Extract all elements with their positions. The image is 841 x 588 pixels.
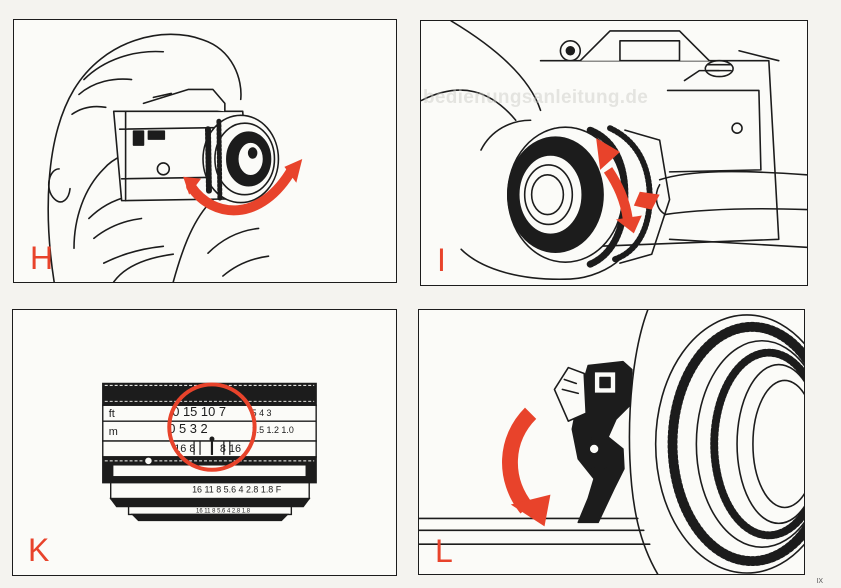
- hands-holding-camera-illustration: [47, 33, 303, 282]
- lens-mounting-illustration: [421, 21, 807, 281]
- mounting-arrows: [596, 138, 660, 234]
- ft-scale-values: 0 15 10 7: [172, 404, 226, 419]
- illustration-panel-k: ft m 0 15 10 7 5 4 3 0 5 3 2 1.5 1.2 1.0…: [12, 309, 397, 576]
- panel-letter-h: H: [30, 240, 54, 276]
- aperture-ring-values: 16 11 8 5.6 4 2.8 1.8 F: [192, 485, 282, 495]
- lever-rotation-arrow: [502, 407, 551, 527]
- scale-highlight-circle: [167, 382, 257, 472]
- panel-letter-k: K: [28, 532, 50, 568]
- dof-right-values: 8 16: [220, 443, 241, 455]
- m-scale-values: 0 5 3 2: [168, 421, 207, 436]
- m-scale-side: 1.5 1.2 1.0: [252, 425, 294, 435]
- m-unit-label: m: [109, 426, 118, 438]
- illustration-panel-h: H: [13, 19, 397, 283]
- panel-letter-l: L: [435, 533, 453, 569]
- illustration-panel-i: bedienungsanleitung.de I: [420, 20, 808, 286]
- focus-rotation-arrow: [183, 158, 303, 216]
- watermark-text: bedienungsanleitung.de: [423, 87, 649, 108]
- page-number: IX: [816, 578, 823, 585]
- illustration-panel-l: L: [418, 309, 805, 575]
- ft-scale-side: 5 4 3: [252, 408, 272, 418]
- panel-letter-i: I: [437, 242, 446, 278]
- self-timer-lever-illustration: [419, 310, 804, 574]
- ft-unit-label: ft: [109, 408, 115, 420]
- aperture-ring-small-values: 16 11 8 5.6 4 2.8 1.8: [196, 508, 251, 514]
- lens-distance-scale-illustration: ft m 0 15 10 7 5 4 3 0 5 3 2 1.5 1.2 1.0…: [102, 382, 317, 522]
